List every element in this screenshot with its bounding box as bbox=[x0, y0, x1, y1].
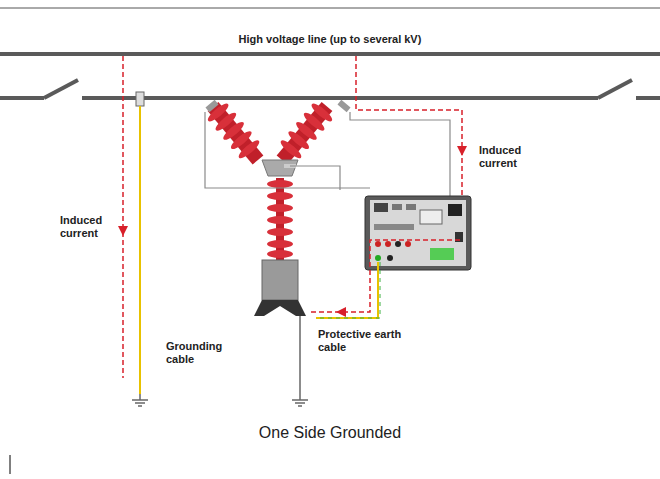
current-path bbox=[356, 56, 462, 200]
bushing bbox=[203, 98, 350, 316]
conductor bbox=[0, 80, 660, 98]
current-path bbox=[122, 56, 124, 378]
current-path bbox=[310, 240, 460, 312]
arrowhead bbox=[457, 146, 467, 156]
caption: One Side Grounded bbox=[259, 424, 401, 442]
annotation-label: High voltage line (up to several kV) bbox=[198, 33, 462, 46]
ground-symbol bbox=[292, 394, 308, 406]
test-lead bbox=[205, 112, 450, 200]
hv-line bbox=[0, 52, 660, 56]
grounding-cable bbox=[139, 106, 141, 394]
test-set bbox=[365, 196, 471, 270]
annotation-label: Induced current bbox=[58, 214, 114, 240]
annotation-label: Grounding cable bbox=[166, 340, 236, 366]
ground-wire bbox=[299, 316, 301, 394]
arrowhead bbox=[118, 226, 128, 236]
earth-cable bbox=[316, 262, 378, 318]
annotation-label: Induced current bbox=[477, 144, 541, 170]
top-rule bbox=[0, 8, 660, 9]
ground-symbol bbox=[132, 394, 148, 406]
clamp bbox=[136, 92, 144, 106]
cursor-mark bbox=[10, 455, 11, 474]
annotation-label: Protective earth cable bbox=[318, 328, 408, 354]
arrowhead bbox=[336, 307, 346, 317]
